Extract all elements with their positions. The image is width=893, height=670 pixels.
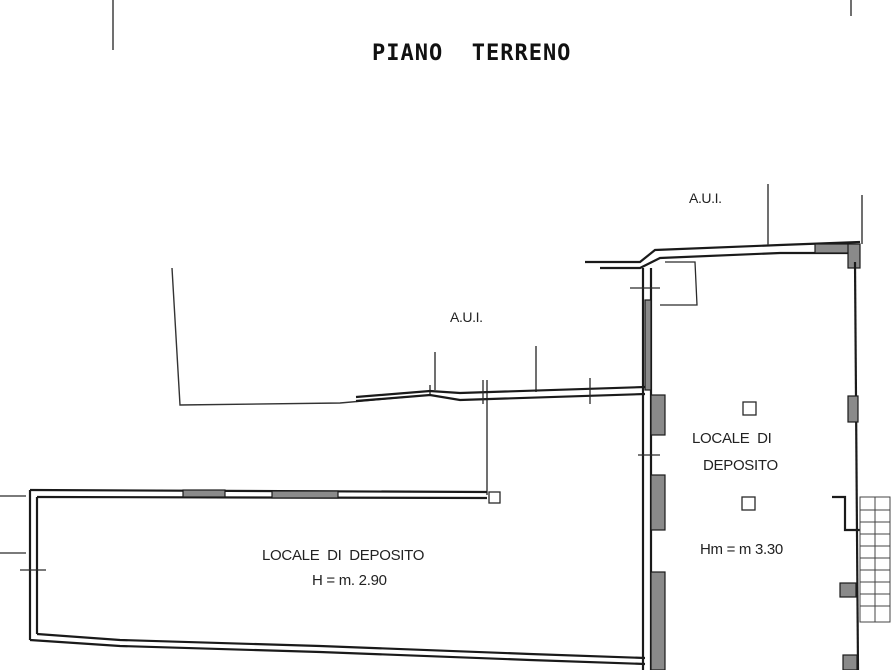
plan-title: PIANO TERRENO	[372, 41, 571, 66]
exterior-stair	[859, 496, 891, 623]
room-right-label-line2: DEPOSITO	[703, 457, 778, 474]
room-left-walls	[0, 488, 646, 666]
neighbor-label-left: A.U.I.	[450, 309, 483, 325]
upper-right-wall	[585, 184, 863, 306]
neighbor-label-right: A.U.I.	[689, 190, 722, 206]
room-left-height: H = m. 2.90	[312, 572, 387, 589]
room-right-height: Hm = m 3.30	[700, 541, 783, 558]
pillar-lower	[741, 496, 756, 511]
room-right-walls	[832, 261, 860, 670]
room-right-label-line1: LOCALE DI	[692, 430, 772, 447]
neighbor-boundary-left	[171, 267, 537, 504]
upper-wall-strip	[355, 378, 646, 404]
pillar-upper	[742, 401, 757, 416]
central-wall	[638, 268, 666, 670]
room-left-label: LOCALE DI DEPOSITO	[262, 547, 424, 564]
